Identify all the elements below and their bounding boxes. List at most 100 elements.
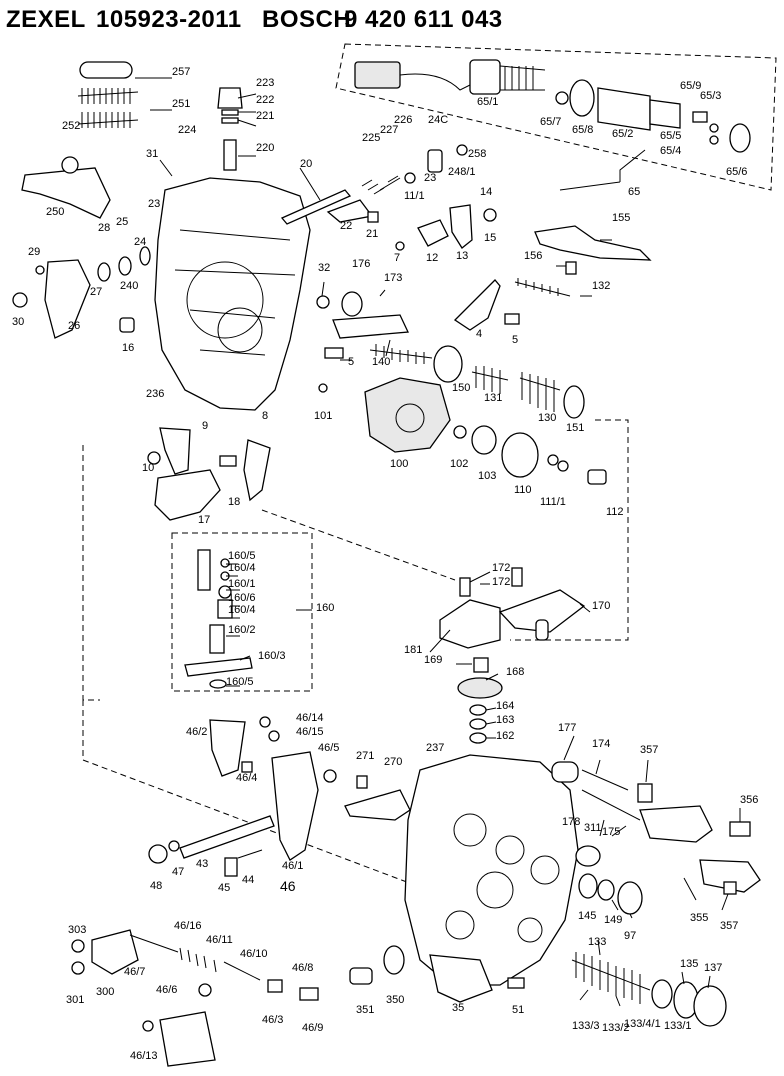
part-label-223: 223 [256,77,275,89]
part-label-46-13: 46/13 [130,1050,158,1062]
lever-46-2 [209,719,246,777]
part-label-173: 173 [384,272,403,284]
washer-102 [453,425,467,439]
part-label-248-1: 248/1 [448,166,476,178]
nut-15 [483,208,497,222]
nut-301 [71,961,85,975]
lever-4 [453,279,501,331]
part-label-135: 135 [680,958,699,970]
plate-168 [457,677,503,699]
part-label-24c: 24C [428,114,449,126]
part-label-160-5: 160/5 [228,550,256,562]
cap-137 [693,985,727,1027]
spring-131 [471,366,509,394]
ring-65-7 [555,91,569,105]
screw-51 [507,977,525,989]
cap-48 [148,844,168,864]
part-label-110: 110 [514,484,532,496]
part-label-160-4: 160/4 [228,562,256,574]
part-label-133: 133 [588,936,607,948]
part-label-175: 175 [602,826,621,838]
part-label-46-7: 46/7 [124,966,146,978]
end-46-9 [299,987,319,1001]
part-label-156: 156 [524,250,543,262]
part-label-169: 169 [424,654,443,666]
part-label-149: 149 [604,914,623,926]
part-label-137: 137 [704,962,723,974]
part-label-30: 30 [12,316,25,328]
part-label-151: 151 [566,422,585,434]
part-label-46-3: 46/3 [262,1014,284,1026]
bracket-24C [427,149,443,173]
bearing-103 [471,425,497,455]
part-149 [597,879,615,901]
part-label-65: 65 [628,186,641,198]
part-label-44: 44 [242,874,255,886]
part-label-46-9: 46/9 [302,1022,324,1034]
part-65-9 [692,111,708,123]
bolt-160-6 [217,599,233,619]
spring-251b [81,112,131,128]
part-label-221: 221 [256,110,275,122]
joint-46-3 [267,979,283,993]
lever-9 [159,427,191,475]
part-133-1 [651,979,673,1009]
flyweight-assembly-100 [364,377,451,453]
part-label-97: 97 [624,930,637,942]
sleeve-257 [79,61,133,79]
part-label-226: 226 [394,114,413,126]
part-label-133-4-1: 133/4/1 [624,1018,661,1030]
part-label-65-5: 65/5 [660,130,682,142]
part-label-172: 172 [492,562,511,574]
pump-housing-237 [404,754,579,986]
wire-65 [399,73,481,91]
part-label-300: 300 [96,986,115,998]
spring-65-1 [499,65,546,91]
bracket-181 [439,599,501,649]
part-label-27: 27 [90,286,103,298]
part-label-356: 356 [740,794,759,806]
part-label-145: 145 [578,910,597,922]
part-label-101: 101 [314,410,333,422]
part-label-357: 357 [720,920,739,932]
screw-271 [356,775,368,789]
connector-65-1 [354,61,401,89]
part-label-46-4: 46/4 [236,772,258,784]
part-label-46-14: 46/14 [296,712,324,724]
part-label-301: 301 [66,994,85,1006]
springs-251-257 [77,61,139,128]
part-label-164: 164 [496,700,515,712]
part-label-22: 22 [340,220,353,232]
shaft-43 [179,815,275,859]
spring-130 [519,372,561,412]
part-label-133-1: 133/1 [664,1020,692,1032]
shaft-140 [369,344,433,364]
part-label-65-4: 65/4 [660,145,682,157]
nut-65-8 [569,79,595,117]
part-label-24: 24 [134,236,147,248]
part-label-133-3: 133/3 [572,1020,600,1032]
part-145 [578,873,598,899]
part-label-5: 5 [512,334,519,346]
part-12 [417,219,449,247]
part-label-155: 155 [612,212,631,224]
part-label-8: 8 [262,410,269,422]
part-label-28: 28 [98,222,111,234]
part-label-103: 103 [478,470,497,482]
part-label-10: 10 [142,462,155,474]
screw-5a [324,347,344,359]
bracket-355 [639,805,713,843]
part-label-237: 237 [426,742,445,754]
part-label-270: 270 [384,756,403,768]
bushing-176 [341,291,363,317]
nut-10 [147,451,161,465]
part-label-133-2: 133/2 [602,1022,630,1034]
part-label-100: 100 [390,458,409,470]
part-label-160-1: 160/1 [228,578,256,590]
part-label-45: 45 [218,882,231,894]
ring-164 [469,704,487,716]
bracket-155 [534,225,652,261]
part-label-35: 35 [452,1002,465,1014]
part-label-65-7: 65/7 [540,116,562,128]
part-label-160-5: 160/5 [226,676,254,688]
